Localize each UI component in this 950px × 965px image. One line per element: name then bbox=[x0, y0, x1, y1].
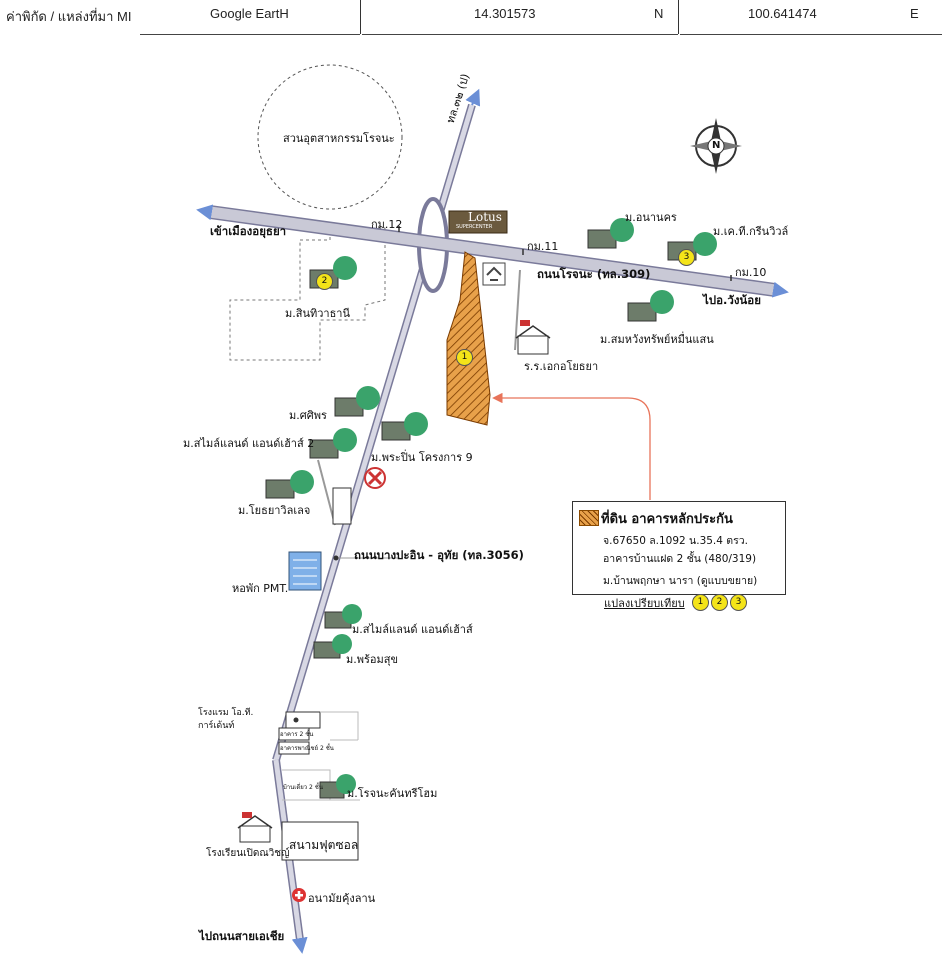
subject-marker: 1 bbox=[456, 349, 473, 366]
building-block bbox=[278, 741, 310, 755]
village-label: ม.โยธยาวิลเลจ bbox=[238, 504, 311, 517]
smile2-label: ม.สไมล์แลนด์ แอนด์เฮ้าส์ 2 bbox=[183, 437, 315, 450]
lotus-label: Lotus bbox=[468, 210, 502, 224]
building-block bbox=[278, 727, 310, 741]
housing-icon-somwang bbox=[627, 290, 674, 322]
hotel-dot bbox=[293, 717, 299, 723]
side-road bbox=[317, 459, 336, 526]
legend-line-1: จ.67650 ล.1092 น.35.4 ตรว. bbox=[603, 535, 748, 547]
km11-label: กม.11 bbox=[527, 240, 559, 253]
header-underline bbox=[362, 34, 678, 35]
housing-icon-rojana bbox=[319, 774, 356, 799]
anan-label: ม.อนานคร bbox=[625, 211, 677, 224]
north-compass-icon bbox=[690, 118, 742, 174]
lotus-sub-label: SUPERCENTER bbox=[456, 224, 493, 230]
housing-icon-smile bbox=[324, 604, 362, 629]
side-road bbox=[514, 269, 521, 351]
somwang-label: ม.สมหวังทรัพย์หมื่นแสน bbox=[600, 333, 714, 346]
housing-icon-village bbox=[265, 470, 314, 499]
school-ayutthaya-label: ร.ร.เอกอโยธยา bbox=[524, 360, 599, 373]
building-1-label: อาคาร 2 ชั้น bbox=[280, 731, 314, 738]
praphin9-label: ม.พระปิ่น โครงการ 9 bbox=[371, 451, 473, 464]
source-name: Google EartH bbox=[210, 6, 289, 21]
longitude-dir: E bbox=[910, 6, 919, 21]
pmt-dorm-label: หอพัก PMT. bbox=[232, 582, 289, 595]
subject-property bbox=[446, 251, 491, 426]
housing-icon-praphin bbox=[381, 412, 428, 441]
coordinate-header: ค่าพิกัด / แหล่งที่มา MI Google EartH 14… bbox=[0, 0, 950, 36]
industrial-park-boundary bbox=[257, 64, 403, 210]
hotel-building bbox=[285, 711, 321, 729]
to-asia-label: ไปถนนสายเอเชีย bbox=[199, 929, 285, 943]
coord-label: ค่าพิกัด / แหล่งที่มา MI bbox=[6, 9, 132, 24]
legend-line-3: ม.บ้านพฤกษา นารา (ดูแบบขยาย) bbox=[603, 575, 758, 587]
housing-icon-sariphon bbox=[334, 386, 380, 417]
compare-badge-2: 2 bbox=[711, 594, 728, 611]
latitude-value: 14.301573 bbox=[474, 6, 536, 21]
header-underline bbox=[680, 34, 942, 35]
km10-label: กม.10 bbox=[735, 266, 767, 279]
rojana-road-label: ถนนโรจนะ (ทล.309) bbox=[537, 267, 651, 281]
lotus-store bbox=[448, 210, 508, 234]
legend-swatch bbox=[579, 510, 599, 526]
legend-box: ที่ดิน อาคารหลักประกัน จ.67650 ล.1092 น.… bbox=[572, 501, 786, 595]
rojana-road bbox=[196, 204, 789, 298]
compare-badge-3: 3 bbox=[730, 594, 747, 611]
comparable-2-marker: 2 bbox=[316, 273, 333, 290]
school-icon-panya bbox=[237, 812, 273, 843]
compare-badge-1: 1 bbox=[692, 594, 709, 611]
promsuk-label: ม.พร้อมสุข bbox=[346, 653, 398, 666]
smile-label: ม.สไมล์แลนด์ แอนด์เฮ้าส์ bbox=[352, 623, 473, 636]
health-label: อนามัยคุ้งลาน bbox=[308, 892, 376, 905]
latitude-dir: N bbox=[654, 6, 664, 21]
building-3-label: บ้านเดี่ยว 2 ชั้น bbox=[283, 784, 323, 791]
housing-icon-promsuk bbox=[313, 634, 352, 659]
compass-north-label: N bbox=[712, 140, 721, 151]
industrial-park-label: สวนอุตสาหกรรมโรจนะ bbox=[283, 132, 395, 145]
legend-line-2: อาคารบ้านแฝด 2 ชั้น (480/319) bbox=[603, 553, 757, 565]
small-parcel bbox=[332, 487, 352, 525]
sinthani-label: ม.สินทิวาธานี bbox=[285, 307, 350, 320]
school-panya-label: โรงเรียนเปิดณวิชญ์ bbox=[206, 848, 290, 859]
school-icon-ayutthaya bbox=[515, 320, 551, 355]
header-divider bbox=[360, 0, 361, 34]
compare-label: แปลงเปรียบเทียบ bbox=[604, 597, 685, 610]
bangpa-road-label: ถนนบางปะอิน - อุทัย (ทล.3056) bbox=[354, 548, 524, 562]
longitude-value: 100.641474 bbox=[748, 6, 817, 21]
hotel-label: โรงแรม โอ.ที. bbox=[198, 708, 254, 718]
plot-outline bbox=[282, 711, 360, 801]
header-underline bbox=[140, 34, 360, 35]
rojana-garden-label: ม.โรจนะคันทรีโฮม bbox=[347, 787, 438, 800]
junction-dot bbox=[333, 555, 339, 561]
housing-icon-smile2 bbox=[309, 428, 357, 459]
housing-icon-anan bbox=[587, 218, 634, 249]
km12-label: กม.12 bbox=[371, 218, 403, 231]
comparable-3-marker: 3 bbox=[678, 249, 695, 266]
sariphon-label: ม.ศศิพร bbox=[289, 409, 327, 422]
kt-green-label: ม.เค.ที.กรีนวิวล์ bbox=[713, 225, 789, 238]
bank-icon bbox=[482, 262, 506, 286]
header-divider bbox=[678, 0, 679, 34]
sinthani-boundary bbox=[229, 227, 386, 361]
hotel-label-2: การ์เด้นท์ bbox=[198, 721, 235, 731]
legend-title: ที่ดิน อาคารหลักประกัน bbox=[601, 512, 733, 527]
building-2-label: อาคารพาณิชย์ 2 ชั้น bbox=[280, 745, 334, 752]
to-ayutthaya-label: เข้าเมืองอยุธยา bbox=[210, 224, 287, 238]
football-label: สนามฟุตซอล bbox=[289, 838, 359, 852]
to-wangnoi-label: ไปอ.วังน้อย bbox=[703, 293, 761, 307]
pointer-arrow bbox=[492, 392, 651, 500]
football-field bbox=[281, 821, 359, 861]
